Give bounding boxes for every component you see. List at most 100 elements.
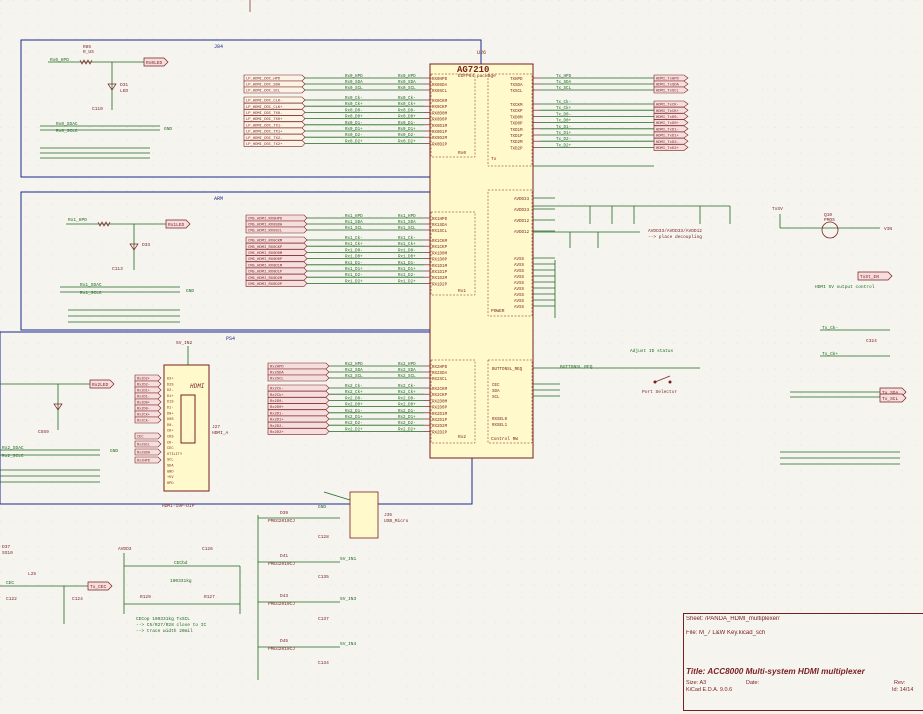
ic-pin-label: RX0D0M	[432, 112, 448, 116]
hier-label: CM5_HDMI_RX0D2M	[248, 277, 283, 281]
d39-value: PMEG2010CJ	[268, 518, 295, 524]
ic-power-pin-label: AVSS	[514, 264, 525, 268]
hier-label: Rx2Ck-	[270, 387, 284, 392]
net-label: Rx1_SDA	[398, 221, 416, 225]
ic-pins: RX0HPDRX0SDARX0SCLRX0CKMRX0CKPRX0D0MRX0D…	[424, 77, 555, 435]
hier-label: Rx2SCL	[270, 378, 284, 382]
hdmi-left-label: Rx2Ck-	[137, 419, 150, 424]
hier-label-shape	[243, 102, 306, 110]
ic-tx-pin-label: TXSDA	[510, 84, 523, 88]
ic-pin-label: RX0CKM	[432, 100, 448, 104]
sw-contact-b	[668, 380, 672, 384]
avdd-decoupling: AVDD33/AVDD33/AVDD12 --> place decouplin…	[533, 205, 731, 318]
r127-ref: R127	[204, 594, 215, 600]
hier-label: Rx2Ck+	[270, 393, 284, 398]
net-label: Tx_D0-	[556, 113, 571, 117]
rx1-led-label: Rx1LED	[168, 222, 185, 228]
ic-pin-label: RX0CKP	[432, 106, 448, 110]
ic-pin-label: RX0SDA	[432, 84, 448, 88]
ic-pin-label: RX2CKM	[432, 388, 448, 392]
hdmi-pin-name: D1S	[167, 401, 173, 405]
port-selector: BUTTONSL_REQ Adjust ID status Port Selec…	[533, 348, 700, 397]
net-label: Rx2_D0-	[398, 397, 416, 401]
usb-micro-j35: J35 USB_Micro GND	[318, 491, 409, 539]
hier-label: Rx2D2+	[270, 431, 284, 435]
hier-label: CM5_HDMI_RX0D2P	[248, 283, 283, 287]
five-v-in1-label: 5V_IN1	[340, 556, 357, 562]
hdmi-left-label-shape	[134, 404, 162, 412]
hier-label: Rx2D0+	[270, 406, 284, 410]
ic-ctrl-pin-label: SCL	[492, 396, 500, 400]
hdmi-pin-name: D1+	[167, 395, 173, 399]
hier-label-shape	[267, 428, 330, 435]
net-label: Rx2_D1-	[398, 410, 416, 414]
net-label: Rx2_D1+	[398, 416, 416, 420]
ic-pin-label: RX1HPD	[432, 218, 448, 222]
net-label: Rx0_D2+	[398, 140, 416, 144]
d45-value: PMEG2010CJ	[268, 646, 295, 652]
tx-label-shape	[653, 119, 689, 126]
hier-label-shape	[245, 280, 308, 287]
net-label: Tx_SDA	[556, 81, 572, 85]
net-label: Tx_Ck+	[556, 106, 572, 111]
net-label: Rx1_D1+	[398, 268, 416, 272]
r85-ref: R85	[83, 44, 91, 50]
rx0-led-label-shape	[143, 57, 169, 67]
hdmi-5v-output-control: TxSV Q10 PMOS VIN TxSt_EN HDMI 5V output…	[772, 206, 893, 290]
hier-label: CM5_HDMI_RX0D1P	[248, 271, 283, 275]
rx1-led-label-shape	[165, 219, 191, 229]
net-label: Tx_D2+	[556, 144, 572, 148]
j35-ref: J35	[384, 512, 392, 518]
tx-label-shape	[653, 100, 689, 108]
ic-pin-label: RX1D2P	[432, 283, 448, 287]
ic-rx1-section	[430, 211, 476, 296]
net-label: Rx1_HPD	[398, 215, 416, 219]
net-label-left: Rx0_SCL	[345, 87, 363, 91]
hier-label: LP_HDMI_DDC_TX0-	[246, 112, 282, 116]
tb-sheet: Sheet: /PANDA_HDMI_multiplexer/	[686, 616, 780, 622]
ic-pin-label: RX2D0M	[432, 400, 448, 404]
c137-ref: C137	[318, 616, 329, 622]
hdmi-pin-name: CKS	[167, 436, 173, 440]
ic-rx0-section	[430, 73, 476, 158]
ic-tx-label: Tx	[491, 156, 497, 162]
hdmi-pin-name: D1-	[167, 407, 173, 411]
j35-body	[349, 491, 379, 539]
ic-pin-label: RX2SDA	[432, 372, 448, 376]
net-label-left: Rx1_Ck-	[345, 236, 363, 241]
j35-value: USB_Micro	[384, 518, 409, 524]
ic-power-pin-label: AVDD12	[514, 231, 530, 235]
hier-label: CM5_HDMI_RX0SCL	[248, 230, 283, 234]
tx-label-shape	[653, 106, 689, 114]
c135-ref: C135	[318, 574, 329, 580]
net-label: Rx2_D2+	[398, 428, 416, 432]
gnd-bottom: GND	[110, 448, 118, 454]
gnd-mid: GND	[186, 288, 194, 294]
box-arm-label: ARM	[214, 196, 223, 202]
ic-pin-label: RX0D1P	[432, 131, 448, 135]
cec-section: D37 SS10 CEC L25 Tx_CEC C122 C124 AVDD3 …	[0, 544, 241, 634]
tx-label: HDMI_TxCK-	[656, 104, 679, 108]
net-label: Tx_D1-	[556, 126, 571, 130]
hier-label: LP_HDMI_DDC_CLK+	[246, 106, 283, 110]
rx2-led-label-shape	[89, 379, 115, 389]
r85-value: R_US	[83, 49, 94, 55]
net-label: Rx2_D0+	[398, 404, 416, 408]
ic-ctrl-pin-label: RXSEL0	[492, 418, 508, 422]
net-label-left: Rx1_D1+	[345, 268, 363, 272]
ic-tx-pin-label: TXCKM	[510, 104, 523, 108]
hier-label-shape	[243, 140, 306, 147]
net-label: Rx0_Ck+	[398, 102, 416, 107]
hdmi-left-label-shape	[134, 374, 162, 382]
ic-control-section	[487, 359, 533, 444]
net-label-left: Rx1_SCL	[345, 227, 363, 231]
hdmi-pin-name: D0-	[167, 424, 173, 428]
net-label: Tx_D2-	[556, 138, 571, 142]
ic-pin-label: RX0D2P	[432, 143, 448, 147]
hier-label: Rx2D0-	[270, 400, 284, 404]
ic-power-pin-label: AVSS	[514, 276, 525, 280]
hier-label-shape	[267, 397, 330, 404]
hier-label-shape	[245, 267, 308, 275]
d33-led-icon	[129, 243, 139, 251]
